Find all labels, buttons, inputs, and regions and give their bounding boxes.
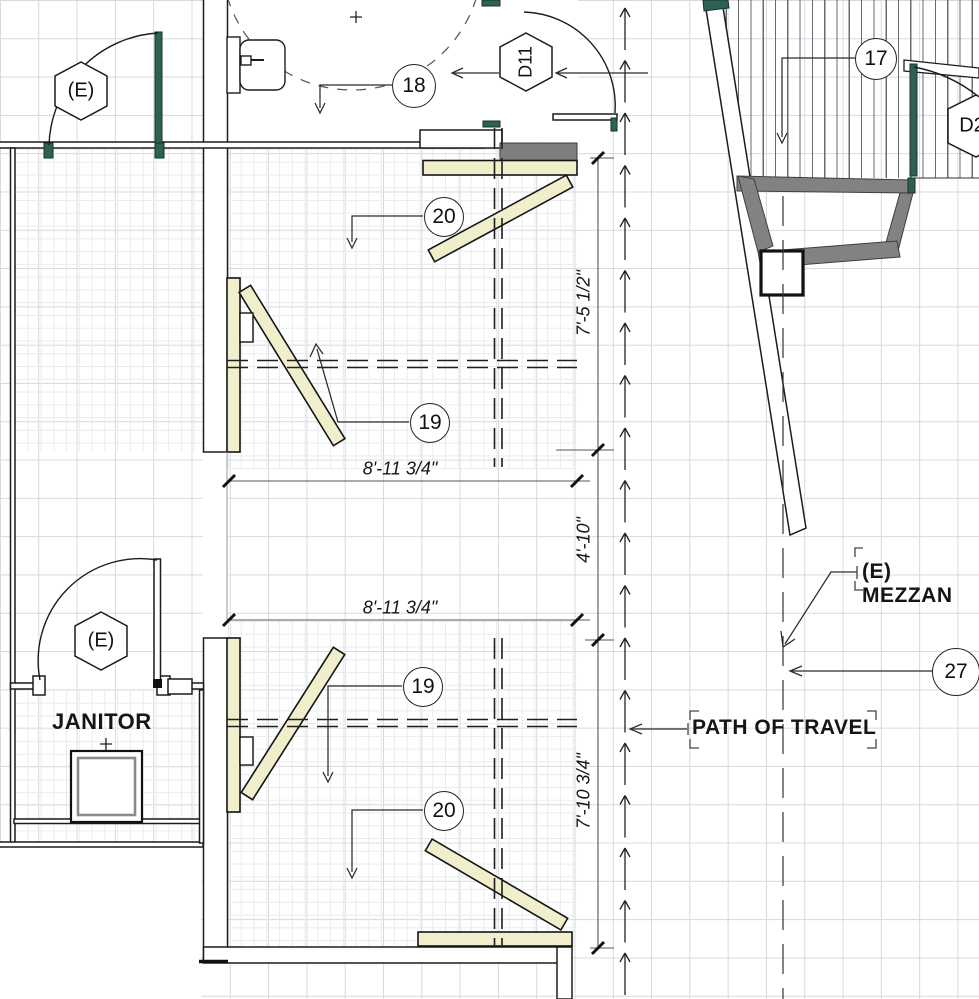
callout-20-upper: 20: [424, 197, 464, 237]
newel-post: [759, 249, 805, 297]
callout-27-label: 27: [944, 660, 968, 683]
dashed-partitions: [227, 128, 577, 947]
callout-19-lower-label: 19: [411, 675, 435, 698]
callout-20-upper-label: 20: [432, 205, 456, 228]
wall-top-right: [903, 59, 979, 79]
path-of-travel-line: [619, 7, 631, 996]
callout-18-label: 18: [402, 74, 426, 97]
center-mark-mopsink: [100, 738, 112, 750]
callout-17: 17: [855, 38, 897, 80]
hexagon-tags: [54, 32, 979, 671]
dimension-ticks: [221, 150, 606, 956]
recess-lower: [239, 736, 254, 766]
room-label-janitor: JANITOR: [52, 709, 152, 734]
door-leaves: [43, 0, 918, 194]
overhead-bar: [499, 142, 578, 161]
tile-grid-room-left: [15, 149, 203, 451]
recess-upper: [239, 312, 254, 343]
leader-lines: [309, 57, 932, 880]
mop-sink: [69, 749, 144, 824]
path-of-travel-label: PATH OF TRAVEL: [692, 716, 877, 739]
mask-bottom-left: [0, 846, 201, 999]
mask-corridor-gap: [203, 452, 228, 638]
center-mark-top: [350, 11, 362, 23]
callout-18: 18: [392, 64, 436, 108]
callout-20-lower-label: 20: [432, 799, 456, 822]
dim-lower-room-depth: 7'-10 3/4": [573, 753, 594, 829]
callout-19-lower: 19: [403, 667, 443, 707]
dim-lower-room-width: 8'-11 3/4": [362, 597, 438, 618]
label-brackets: [687, 547, 877, 749]
dim-upper-room-depth: 7'-5 1/2": [573, 270, 594, 336]
callout-19-upper-label: 19: [418, 411, 442, 434]
new-partitions: [226, 159, 578, 947]
angled-wall: [702, 0, 807, 537]
callout-27: 27: [932, 648, 979, 696]
callout-20-lower: 20: [424, 791, 464, 831]
tag-existing-top: (E): [67, 79, 95, 102]
door-swing-arcs: [37, 11, 979, 681]
tag-door-d11: D11: [515, 46, 536, 78]
mezzanine-label: (E) MEZZAN: [862, 560, 953, 607]
callout-17-label: 17: [864, 47, 888, 70]
dim-upper-room-width: 8'-11 3/4": [362, 458, 438, 479]
dimension-lines: [226, 157, 614, 949]
door-hinge-dot: [153, 679, 162, 688]
tag-existing-janitor: (E): [87, 629, 115, 652]
dim-corridor-width: 4'-10": [573, 517, 594, 563]
sink: [226, 36, 286, 94]
tag-door-d2: D2: [959, 114, 979, 137]
callout-19-upper: 19: [410, 403, 450, 443]
